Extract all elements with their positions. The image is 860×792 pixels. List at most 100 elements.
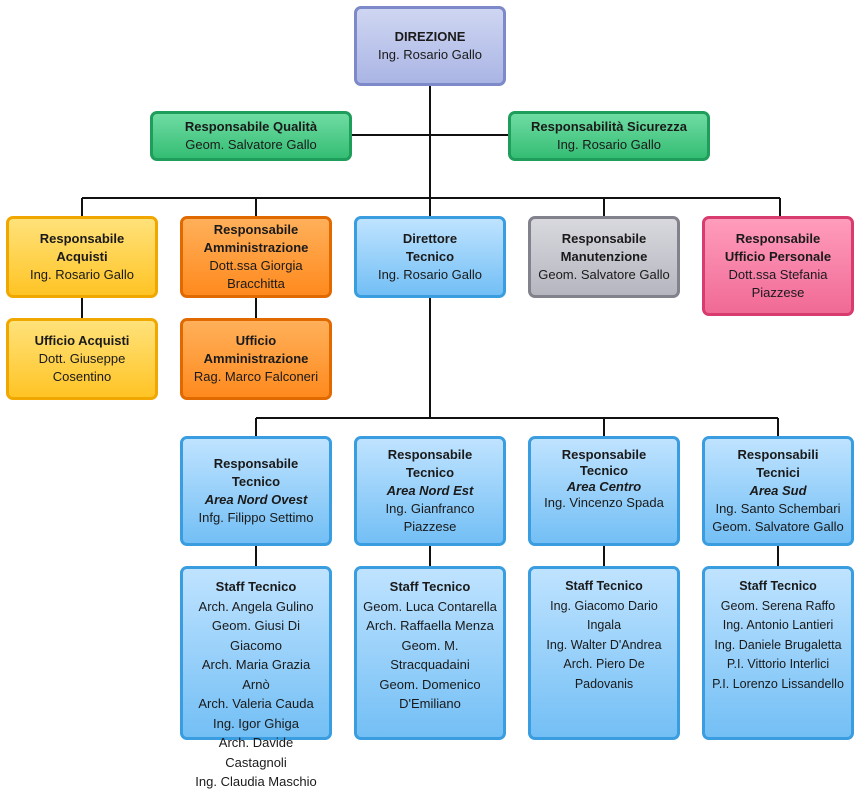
- text-line: Manutenzione: [560, 249, 648, 264]
- area-label: Area Nord Est: [386, 483, 474, 498]
- sicurezza-box: Responsabilità Sicurezza Ing. Rosario Ga…: [508, 111, 710, 161]
- text-line: Arch. Maria Grazia Arnò: [201, 657, 311, 692]
- text-line: Amministrazione: [203, 240, 309, 255]
- text-line: Arch. Piero De Padovanis: [563, 657, 645, 691]
- text-line: Geom. Giusi Di Giacomo: [211, 618, 301, 653]
- area-label: Area Sud: [749, 483, 807, 498]
- text-line: Tecnico: [231, 474, 281, 489]
- staff-title: Staff Tecnico: [389, 579, 471, 594]
- direzione-name: Ing. Rosario Gallo: [377, 47, 483, 62]
- text-line: Ing. Rosario Gallo: [377, 267, 483, 282]
- ufficio-acquisti-title: Ufficio Acquisti: [35, 332, 130, 350]
- manutenzione-name: Geom. Salvatore Gallo: [538, 266, 670, 284]
- text-line: Ing. Rosario Gallo: [29, 267, 135, 282]
- qualita-box: Responsabile Qualità Geom. Salvatore Gal…: [150, 111, 352, 161]
- text-line: D'Emiliano: [399, 696, 461, 711]
- text-line: Acquisti: [56, 249, 108, 264]
- text-line: Piazzese: [403, 519, 457, 534]
- text-line: Ing. Antonio Lantieri: [722, 618, 834, 632]
- text-line: Infg. Filippo Settimo: [198, 510, 314, 525]
- text-line: Responsabile: [561, 231, 647, 246]
- text-line: Geom. Salvatore Gallo: [538, 267, 670, 282]
- text-line: Tecnici: [756, 465, 800, 480]
- text-line: Geom. Domenico: [379, 676, 481, 692]
- text-line: Ufficio Acquisti: [34, 333, 130, 348]
- text-line: Ing. Daniele Brugaletta: [714, 637, 842, 652]
- text-line: Bracchitta: [227, 276, 285, 291]
- direttore-tecnico-name: Ing. Rosario Gallo: [378, 266, 482, 284]
- connector-lines: [81, 86, 781, 566]
- text-line: P.I. Vittorio Interlici: [726, 657, 830, 671]
- text-line: Responsabile: [561, 447, 647, 462]
- area-names: Infg. Filippo Settimo: [199, 509, 314, 527]
- text-line: Ing. Santo Schembari: [715, 501, 841, 516]
- text-line: Responsabile: [213, 222, 299, 237]
- text-line: Ing. Claudia Maschio: [195, 774, 317, 789]
- text-line: Geom. Luca Contarella: [363, 598, 497, 614]
- text-line: Ing. Walter D'Andrea: [546, 637, 662, 652]
- text-line: Ing. Gianfranco: [385, 501, 475, 516]
- text-line: Tecnico: [579, 463, 629, 478]
- text-line: Tecnico: [405, 249, 455, 264]
- text-line: Amministrazione: [203, 351, 309, 366]
- text-line: Dott.ssa Stefania: [728, 267, 828, 282]
- text-line: Responsabili: [737, 447, 819, 462]
- acquisti-name: Ing. Rosario Gallo: [30, 266, 134, 284]
- text-line: Arch. Raffaella Menza: [366, 618, 494, 633]
- text-line: Ufficio Personale: [724, 249, 832, 264]
- text-line: Ing. Vincenzo Spada: [544, 495, 664, 510]
- text-line: Arch. Davide Castagnoli: [218, 735, 294, 770]
- text-line: Piazzese: [751, 285, 805, 300]
- text-line: Responsabile: [735, 231, 821, 246]
- staff-title: Staff Tecnico: [739, 579, 817, 593]
- text-line: Responsabile: [387, 447, 473, 462]
- text-line: Geom. M. Stracquadaini: [390, 637, 470, 673]
- text-line: Geom. Serena Raffo: [720, 598, 836, 613]
- text-line: Dott. Giuseppe: [38, 351, 126, 366]
- text-line: Responsabile: [39, 231, 125, 246]
- area-label: Area Centro: [566, 479, 642, 494]
- text-line: P.I. Lorenzo Lissandello: [712, 676, 844, 691]
- text-line: Ing. Giacomo Dario Ingala: [550, 598, 658, 633]
- text-line: Direttore: [402, 231, 458, 246]
- text-line: Arch. Angela Gulino: [198, 598, 314, 614]
- text-line: Tecnico: [405, 465, 455, 480]
- direzione-title: DIREZIONE: [394, 29, 466, 44]
- text-line: Dott.ssa Giorgia: [209, 258, 303, 273]
- text-line: Geom. Salvatore Gallo: [712, 519, 844, 534]
- sicurezza-title: Responsabilità Sicurezza: [530, 119, 688, 134]
- area-label: Area Nord Ovest: [204, 492, 308, 507]
